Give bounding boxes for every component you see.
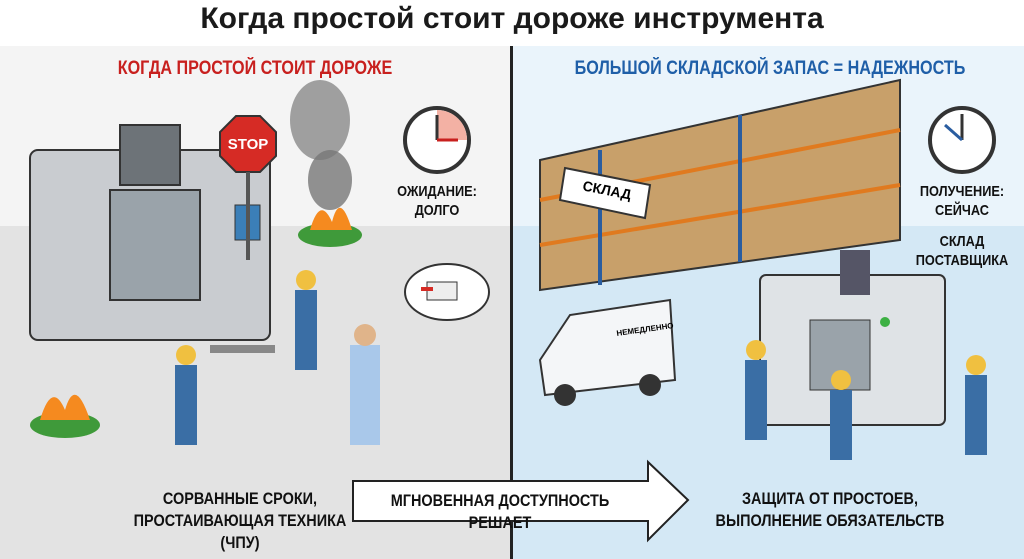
delivery-van-illustration	[538, 298, 677, 406]
page-title: Когда простой стоит дороже инструмента	[200, 2, 824, 35]
right-heading: БОЛЬШОЙ СКЛАДСКОЙ ЗАПАС = НАДЕЖНОСТЬ	[574, 58, 966, 79]
right-bottom-caption: ЗАЩИТА ОТ ПРОСТОЕВ, ВЫПОЛНЕНИЕ ОБЯЗАТЕЛЬ…	[711, 488, 949, 532]
smoke-icon	[290, 80, 352, 210]
left-clock-label: ОЖИДАНИЕ: ДОЛГО	[386, 182, 488, 220]
delivery-thought-bubble-icon	[404, 263, 490, 321]
arrow-label: МГНОВЕННАЯ ДОСТУПНОСТЬ РЕШАЕТ	[390, 491, 610, 532]
left-bottom-caption: СОРВАННЫЕ СРОКИ, ПРОСТАИВАЮЩАЯ ТЕХНИКА (…	[130, 488, 351, 554]
warehouse-sign	[558, 166, 652, 220]
caption-line: ПРОСТАИВАЮЩАЯ ТЕХНИКА (ЧПУ)	[133, 511, 347, 552]
arrow-icon	[352, 459, 690, 543]
workers-illustration	[175, 270, 380, 445]
stop-sign-text: STOP	[227, 136, 269, 153]
burning-money-icon	[30, 207, 362, 438]
left-heading: КОГДА ПРОСТОЙ СТОИТ ДОРОЖЕ	[117, 58, 393, 79]
supplier-label-line: ПОСТАВЩИКА	[915, 252, 1009, 269]
caption-line: ВЫПОЛНЕНИЕ ОБЯЗАТЕЛЬСТВ	[715, 511, 945, 530]
clock-label-line: ОЖИДАНИЕ:	[397, 183, 477, 200]
clock-label-line: СЕЙЧАС	[935, 202, 989, 219]
caption-line: ЗАЩИТА ОТ ПРОСТОЕВ,	[741, 489, 918, 508]
clock-label-line: ПОЛУЧЕНИЕ:	[919, 183, 1005, 200]
supplier-label-line: СКЛАД	[939, 233, 985, 250]
caption-line: СОРВАННЫЕ СРОКИ,	[162, 489, 318, 508]
right-clock-icon	[928, 106, 996, 174]
right-clock-label: ПОЛУЧЕНИЕ: СЕЙЧАС	[911, 182, 1013, 220]
divider	[510, 46, 513, 559]
clock-label-line: ДОЛГО	[414, 202, 460, 219]
left-clock-icon	[403, 106, 471, 174]
stop-sign-icon	[219, 115, 277, 260]
cnc-machine-running-illustration	[745, 250, 987, 460]
supplier-warehouse-label: СКЛАД ПОСТАВЩИКА	[911, 232, 1013, 270]
